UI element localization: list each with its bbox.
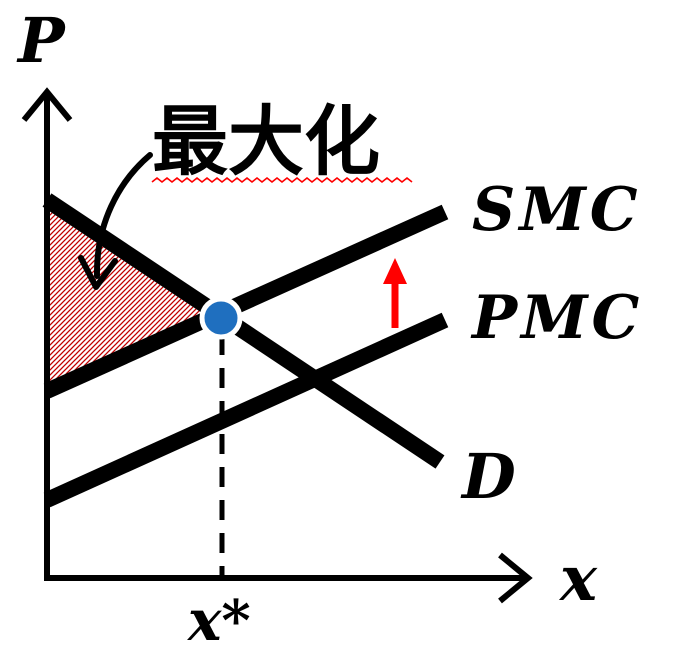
y-axis-arrowhead <box>21 87 73 122</box>
arrow-up-icon <box>383 258 407 328</box>
x-axis-label: x <box>558 542 598 615</box>
annotation-underline <box>151 176 413 184</box>
y-axis-label: P <box>16 4 67 77</box>
surplus-area <box>47 200 220 390</box>
pmc-label: PMC <box>470 283 643 353</box>
demand-curve <box>42 193 445 469</box>
dot-icon <box>199 296 243 340</box>
equilibrium-quantity-label: x* <box>187 588 251 654</box>
pmc-curve <box>43 312 449 508</box>
smc-label: SMC <box>472 175 642 245</box>
x-axis-arrowhead <box>498 552 533 604</box>
demand-label: D <box>460 440 516 513</box>
annotation-pointer-icon <box>78 152 153 290</box>
smc-curve <box>43 204 449 399</box>
annotation-text: 最大化 <box>152 97 380 186</box>
